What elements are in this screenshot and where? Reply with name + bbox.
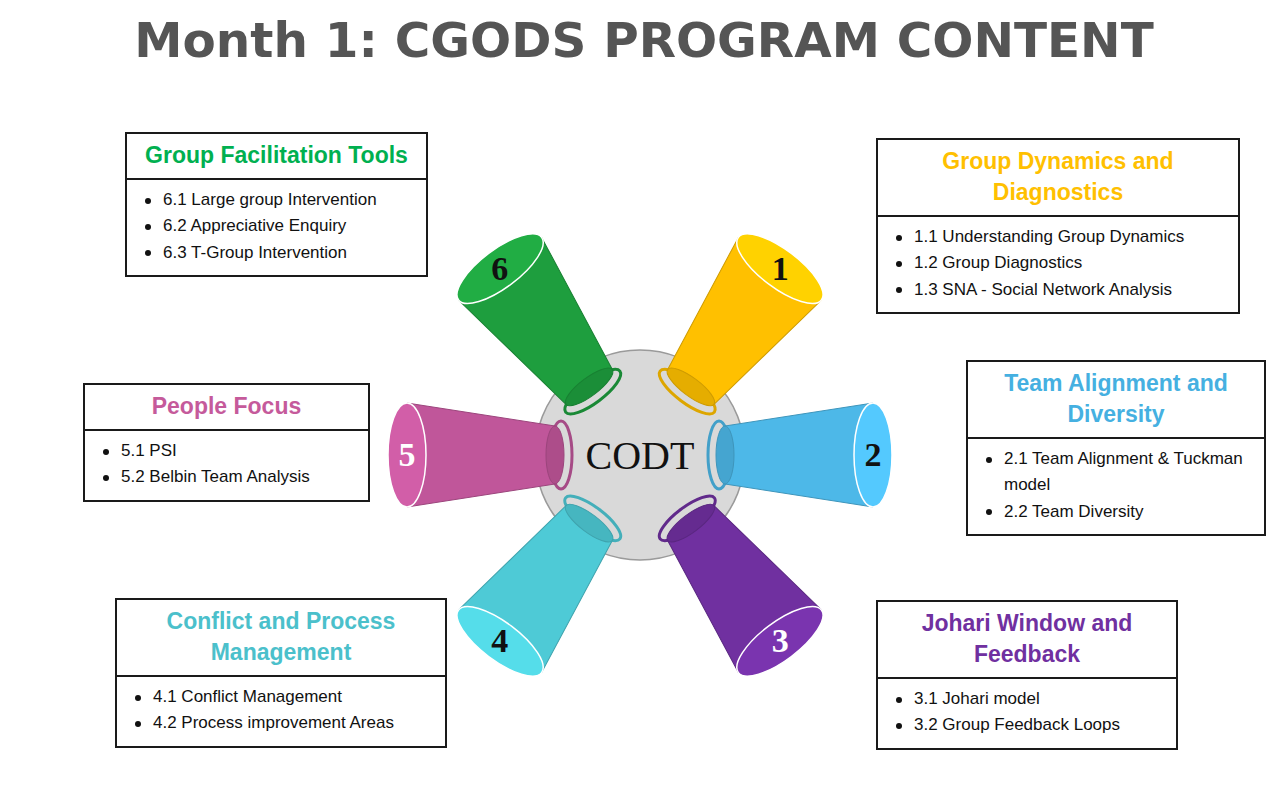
cup-mouth — [727, 595, 833, 688]
topic-box: Conflict and Process Management4.1 Confl… — [115, 598, 447, 748]
box-heading: Conflict and Process Management — [117, 600, 445, 677]
cup-mouth — [447, 595, 553, 688]
cup-base — [716, 426, 734, 484]
box-body: 3.1 Johari model3.2 Group Feedback Loops — [878, 679, 1176, 748]
bullet-item: 3.2 Group Feedback Loops — [890, 712, 1166, 738]
bullet-item: 6.3 T-Group Intervention — [139, 240, 416, 266]
cup-shape: 1 — [639, 223, 839, 423]
box-body: 4.1 Conflict Management4.2 Process impro… — [117, 677, 445, 746]
callout-number: 6 — [491, 250, 508, 288]
cup-mouth — [727, 222, 833, 315]
bullet-item: 5.2 Belbin Team Analysis — [97, 464, 358, 490]
cup-outline — [441, 487, 641, 687]
cup-group — [639, 478, 833, 688]
bullet-item: 2.1 Team Alignment & Tuckman model — [980, 446, 1254, 499]
cup-base — [560, 498, 617, 547]
cup-mouth — [854, 403, 892, 507]
cup-group — [447, 478, 641, 688]
bullet-item: 2.2 Team Diversity — [980, 499, 1254, 525]
cup-base — [663, 362, 720, 411]
cup-group — [447, 222, 641, 432]
bullet-item: 4.1 Conflict Management — [129, 684, 435, 710]
bullet-item: 6.2 Appreciative Enquiry — [139, 213, 416, 239]
box-heading: Group Dynamics and Diagnostics — [878, 140, 1238, 217]
box-heading: Team Alignment and Diversity — [968, 362, 1264, 439]
topic-box: Johari Window and Feedback3.1 Johari mod… — [876, 600, 1178, 750]
box-body: 1.1 Understanding Group Dynamics1.2 Grou… — [878, 217, 1238, 312]
cup-body — [725, 403, 873, 507]
topic-box: Group Dynamics and Diagnostics1.1 Unders… — [876, 138, 1240, 314]
cup-base — [663, 498, 720, 547]
bullet-item: 6.1 Large group Intervention — [139, 187, 416, 213]
cup-mouth — [388, 403, 426, 507]
cup-base — [546, 426, 564, 484]
topic-box: People Focus5.1 PSI5.2 Belbin Team Analy… — [83, 383, 370, 502]
bullet-item: 5.1 PSI — [97, 438, 358, 464]
box-heading: Group Facilitation Tools — [127, 134, 426, 180]
hub-label: CODT — [586, 432, 695, 479]
bullet-item: 1.3 SNA - Social Network Analysis — [890, 277, 1228, 303]
cup-shape: 6 — [441, 223, 641, 423]
cup-shape: 4 — [441, 487, 641, 687]
box-heading: Johari Window and Feedback — [878, 602, 1176, 679]
topic-box: Group Facilitation Tools6.1 Large group … — [125, 132, 428, 277]
callout-number: 4 — [491, 622, 508, 660]
page-title: Month 1: CGODS PROGRAM CONTENT — [0, 12, 1288, 68]
cup-base — [560, 362, 617, 411]
bullet-item: 4.2 Process improvement Areas — [129, 710, 435, 736]
cup-group — [639, 222, 833, 432]
box-body: 2.1 Team Alignment & Tuckman model2.2 Te… — [968, 439, 1264, 534]
cup-shape: 3 — [639, 487, 839, 687]
cup-outline — [441, 223, 641, 423]
callout-number: 2 — [865, 436, 882, 474]
cup-outline — [639, 487, 839, 687]
callout-number: 5 — [399, 436, 416, 474]
box-body: 5.1 PSI5.2 Belbin Team Analysis — [85, 431, 368, 500]
callout-number: 3 — [772, 622, 789, 660]
cup-body — [407, 403, 555, 507]
box-heading: People Focus — [85, 385, 368, 431]
bullet-item: 1.2 Group Diagnostics — [890, 250, 1228, 276]
topic-box: Team Alignment and Diversity2.1 Team Ali… — [966, 360, 1266, 536]
cup-group — [388, 403, 572, 507]
callout-number: 1 — [772, 250, 789, 288]
cup-outline — [639, 223, 839, 423]
bullet-item: 1.1 Understanding Group Dynamics — [890, 224, 1228, 250]
box-body: 6.1 Large group Intervention6.2 Apprecia… — [127, 180, 426, 275]
cup-group — [708, 403, 892, 507]
cup-mouth — [447, 222, 553, 315]
bullet-item: 3.1 Johari model — [890, 686, 1166, 712]
